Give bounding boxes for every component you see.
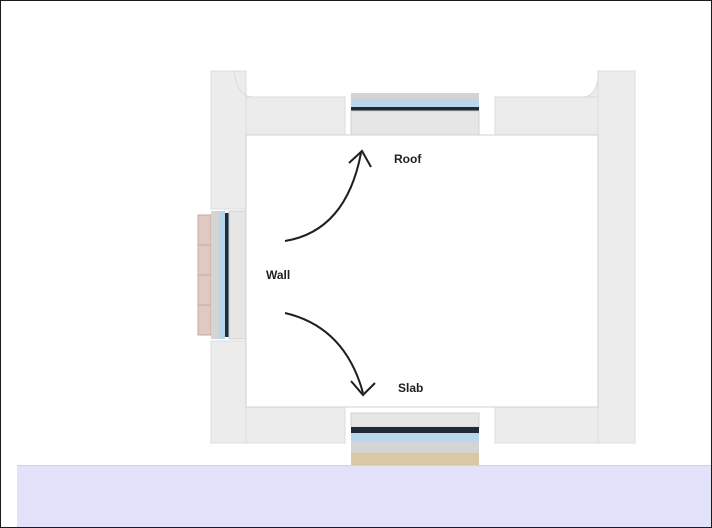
arrow-wall-to-slab bbox=[284, 312, 376, 397]
wall-label: Wall bbox=[266, 268, 290, 282]
roof-section-detail bbox=[350, 93, 480, 136]
right-wall bbox=[597, 70, 636, 444]
roof-slab bbox=[245, 70, 611, 136]
bottom-slab bbox=[245, 406, 599, 444]
interior-space bbox=[245, 134, 599, 408]
footer-panel bbox=[17, 465, 711, 527]
wall-section-detail bbox=[197, 210, 247, 340]
slab-section-detail bbox=[350, 412, 480, 473]
arrow-wall-to-roof bbox=[284, 149, 372, 242]
roof-label: Roof bbox=[394, 152, 422, 166]
slab-label: Slab bbox=[398, 381, 423, 395]
